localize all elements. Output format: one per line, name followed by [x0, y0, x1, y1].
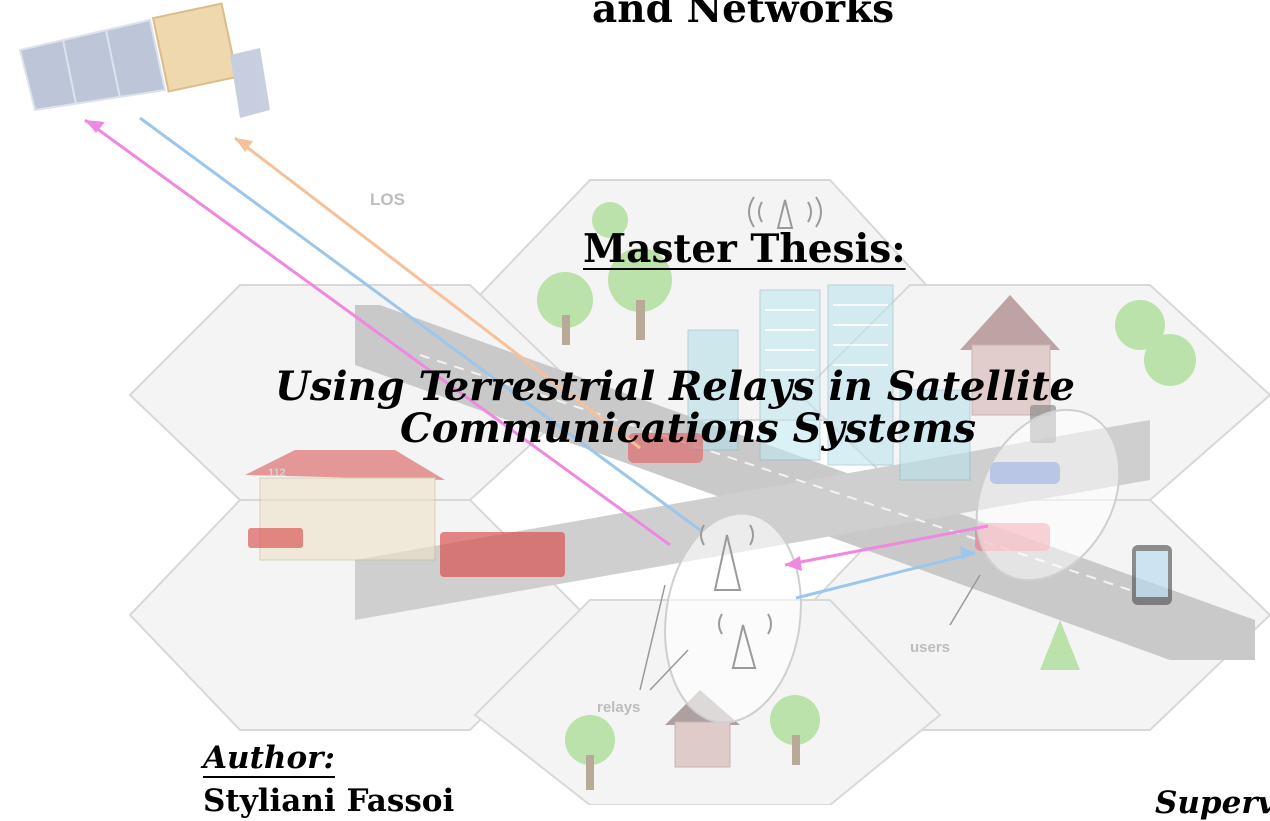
users-ellipse: [975, 408, 1121, 582]
house-bottom: [674, 721, 731, 768]
house-right: [971, 344, 1051, 416]
link-orange: [234, 136, 641, 450]
author-name: Styliani Fassoi: [203, 783, 455, 819]
link-blue-user: [795, 551, 976, 600]
users-label: users: [910, 639, 950, 656]
relay-towers: [700, 196, 822, 669]
house-roof-right: [960, 295, 1060, 350]
relay-tower-2: [731, 624, 757, 669]
thesis-title-line1: Using Terrestrial Relays in Satellite: [274, 363, 1076, 410]
satellite: [18, 2, 270, 118]
thesis-title-line2: Communications Systems: [399, 405, 977, 452]
supervisor-label: Supervi: [1155, 785, 1270, 821]
tower-left: [687, 329, 739, 451]
relays-ellipse: [664, 512, 802, 724]
solar-panel-right: [230, 48, 270, 118]
satellite-body: [151, 2, 239, 93]
pine-tree: [1040, 620, 1080, 670]
phone-screen: [1136, 551, 1168, 597]
tower-right: [827, 284, 894, 466]
pointer-users: [949, 574, 981, 626]
station-number: 112: [268, 467, 286, 479]
car-red-top: [628, 433, 703, 463]
fire-truck: [440, 532, 565, 577]
tower-front: [899, 389, 971, 481]
link-pink-user: [784, 524, 989, 567]
relays-label: relays: [597, 699, 640, 716]
satellite-links: [84, 116, 989, 691]
relay-tower-1: [713, 534, 742, 591]
trees: [537, 202, 1196, 790]
pointer-relays-1: [639, 584, 666, 691]
author-label: Author:: [203, 740, 335, 778]
pointer-relays-2: [649, 649, 689, 691]
tower-mid: [759, 289, 821, 461]
link-pink: [84, 118, 671, 547]
top-tower: [776, 199, 794, 229]
thesis-label: Master Thesis:: [583, 226, 906, 272]
link-blue: [139, 116, 701, 532]
title-line: and Networks: [592, 0, 895, 32]
solar-panel-left: [18, 18, 167, 112]
fire-station-roof: [245, 450, 445, 480]
los-label: LOS: [370, 190, 405, 209]
fire-truck-small: [248, 528, 303, 548]
